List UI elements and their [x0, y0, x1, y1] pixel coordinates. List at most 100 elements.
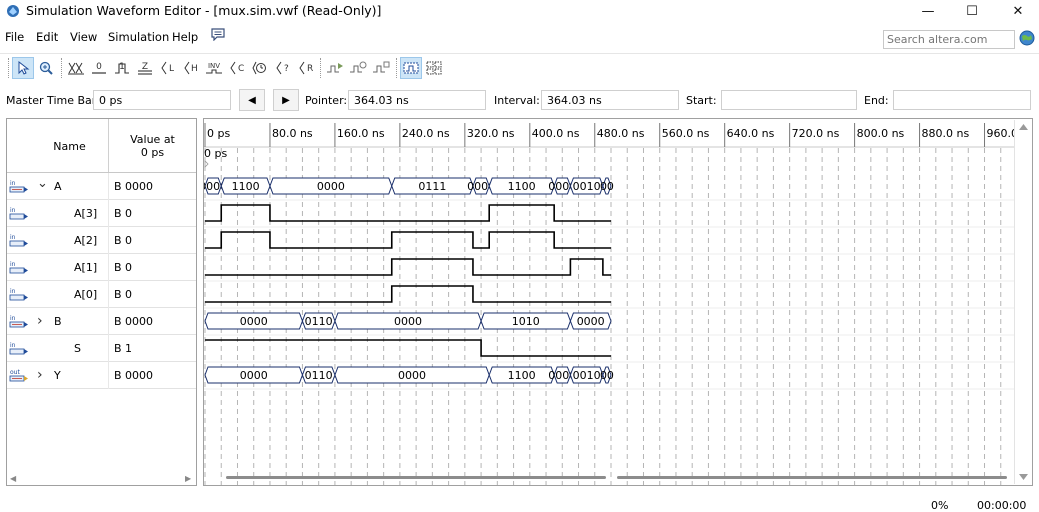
- selection-tool-button[interactable]: [12, 57, 34, 79]
- waveform-bit-trace: [205, 339, 611, 357]
- forcing-high-button[interactable]: 1: [111, 57, 133, 79]
- close-button[interactable]: ✕: [1012, 3, 1024, 19]
- arbitrary-value-button[interactable]: ?: [272, 57, 294, 79]
- waveform-bit-trace: [205, 258, 611, 276]
- random-value-button[interactable]: R: [295, 57, 317, 79]
- value-header-line2: 0 ps: [140, 146, 165, 159]
- svg-text:in: in: [10, 342, 16, 349]
- scroll-left-arrow[interactable]: ◀: [10, 474, 17, 483]
- clock-button[interactable]: [249, 57, 271, 79]
- invert-button[interactable]: INV: [203, 57, 225, 79]
- value-column-header[interactable]: Value at 0 ps: [109, 119, 196, 173]
- horizontal-scrollbar-track[interactable]: [617, 476, 1007, 479]
- scroll-right-arrow[interactable]: ▶: [185, 474, 192, 483]
- weak-high-button[interactable]: H: [180, 57, 202, 79]
- ruler-tick-label: 400.0 ns: [532, 127, 580, 140]
- run-functional-simulation-button[interactable]: [324, 57, 346, 79]
- svg-text:out: out: [10, 369, 20, 376]
- svg-text:1: 1: [119, 62, 125, 72]
- zoom-tool-button[interactable]: [35, 57, 57, 79]
- signal-name: A[1]: [74, 261, 98, 274]
- high-impedance-icon: Z: [138, 62, 152, 75]
- menu-file[interactable]: File: [5, 30, 25, 44]
- svg-text:Z: Z: [142, 62, 148, 72]
- svg-text:in: in: [10, 261, 16, 268]
- unknown-value-button[interactable]: [65, 57, 87, 79]
- waveform-bus-segment: [204, 177, 222, 195]
- svg-text:in: in: [10, 234, 16, 241]
- waveform-bus-segment: [334, 366, 490, 384]
- forcing-low-icon: 0: [92, 62, 106, 74]
- master-time-bar-marker-label: 0 ps: [204, 147, 227, 160]
- snap-grid-icon: [403, 62, 419, 74]
- globe-icon[interactable]: [1019, 30, 1035, 46]
- timing-simulation-icon: [350, 61, 367, 73]
- ruler-tick-label: 80.0 ns: [272, 127, 313, 140]
- search-input[interactable]: [884, 31, 1014, 48]
- previous-transition-button[interactable]: ◀: [239, 89, 265, 111]
- input-pin-icon: in: [9, 261, 28, 274]
- signal-row[interactable]: in A[1] B 0: [7, 254, 196, 281]
- ruler-tick-label: 240.0 ns: [402, 127, 450, 140]
- signal-value: B 0: [114, 261, 133, 274]
- count-value-button[interactable]: C: [226, 57, 248, 79]
- menu-edit[interactable]: Edit: [36, 30, 59, 44]
- master-time-bar-field[interactable]: 0 ps: [93, 90, 231, 110]
- start-field[interactable]: [721, 90, 857, 110]
- generate-netlist-button[interactable]: [370, 57, 392, 79]
- run-timing-simulation-button[interactable]: [347, 57, 369, 79]
- waveform-bus-segment: [480, 312, 571, 330]
- signal-name: Y: [54, 369, 61, 382]
- column-divider[interactable]: [108, 119, 109, 173]
- status-bar: 0% 00:00:00: [0, 496, 1039, 512]
- maximize-button[interactable]: ☐: [966, 3, 978, 19]
- signal-value: B 0: [114, 207, 133, 220]
- search-field[interactable]: [883, 30, 1015, 49]
- snap-to-grid-button[interactable]: [400, 57, 422, 79]
- minimize-button[interactable]: —: [921, 3, 935, 19]
- pointer-icon: [18, 61, 30, 75]
- menu-view[interactable]: View: [70, 30, 98, 44]
- waveform-bus-segment: [553, 177, 571, 195]
- show-grid-button[interactable]: [423, 57, 445, 79]
- waveform-bus-segment: [269, 177, 393, 195]
- window-title: Simulation Waveform Editor - [mux.sim.vw…: [26, 3, 382, 18]
- horizontal-scrollbar-thumb[interactable]: [226, 476, 606, 479]
- waveform-bus-segment: [472, 177, 490, 195]
- random-value-icon: R: [299, 61, 313, 75]
- pointer-label: Pointer:: [305, 94, 348, 107]
- clock-icon: [252, 61, 266, 75]
- speech-bubble-icon[interactable]: [211, 28, 225, 41]
- waveform-bus-value: 0000: [577, 315, 605, 328]
- time-bar-row: Master Time Bar: 0 ps ◀ ▶ Pointer: 364.0…: [0, 88, 1039, 112]
- vertical-scrollbar[interactable]: [1014, 120, 1031, 484]
- menu-help[interactable]: Help: [172, 30, 199, 44]
- next-transition-button[interactable]: ▶: [273, 89, 299, 111]
- forcing-low-button[interactable]: 0: [88, 57, 110, 79]
- waveform-bus-segment: [569, 177, 604, 195]
- end-field[interactable]: [893, 90, 1031, 110]
- invert-icon: INV: [206, 62, 222, 74]
- expand-chevron-icon[interactable]: ›: [37, 313, 43, 329]
- expand-chevron-icon[interactable]: ›: [37, 367, 43, 383]
- collapse-chevron-icon[interactable]: ⌄: [37, 176, 48, 191]
- signal-name: A[2]: [74, 234, 98, 247]
- waveform-bus-value: 0000: [204, 180, 227, 193]
- name-column-header[interactable]: Name: [53, 139, 86, 153]
- weak-low-button[interactable]: L: [157, 57, 179, 79]
- waveform-bus-segment: [204, 366, 303, 384]
- menu-simulation[interactable]: Simulation: [108, 30, 170, 44]
- toolbar-separator: [8, 58, 9, 78]
- input-pin-icon: in: [9, 180, 28, 193]
- high-impedance-button[interactable]: Z: [134, 57, 156, 79]
- toolbar-separator: [320, 58, 321, 78]
